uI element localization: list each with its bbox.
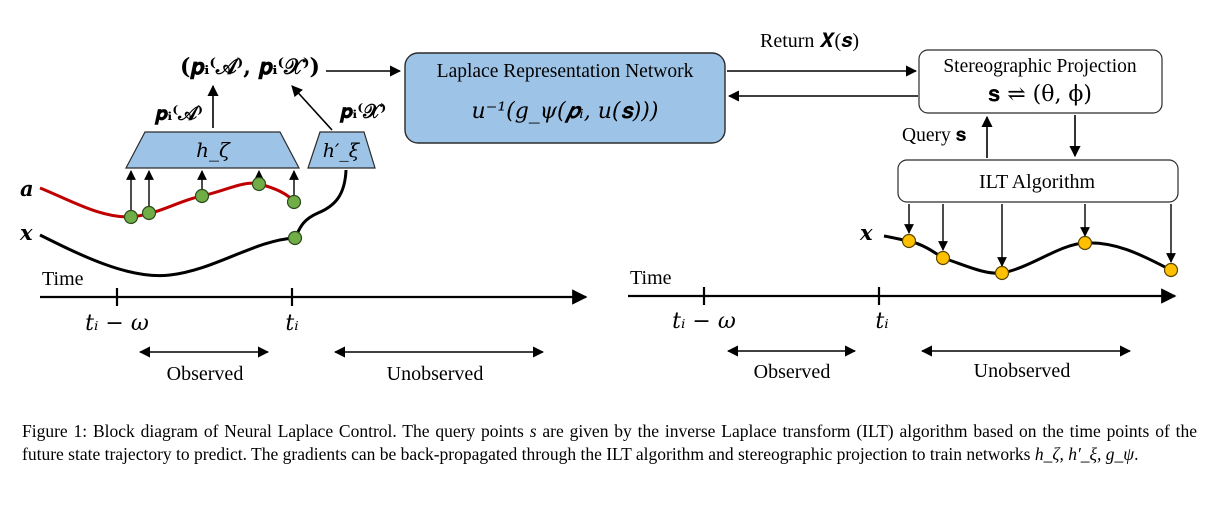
predicted-point <box>901 233 917 249</box>
curve-x <box>39 169 348 278</box>
tick-right-2-label: tᵢ <box>875 309 888 334</box>
observed-point <box>287 230 303 246</box>
stereo-title: Stereographic Projection <box>943 56 1137 77</box>
observed-point <box>251 176 267 192</box>
h-xi-label: h′_ξ <box>323 140 361 162</box>
curve-x-right-label: x <box>859 220 873 245</box>
ilt-label: ILT Algorithm <box>979 171 1096 193</box>
caption-text-2: are given by the inverse Laplace transfo… <box>22 421 1198 464</box>
caption-math-nets: h_ζ, h′_ξ, g_ψ <box>1034 444 1135 464</box>
predicted-point <box>1163 262 1179 278</box>
laplace-network-block <box>404 52 726 144</box>
predicted-point <box>935 250 951 266</box>
tick-right-1-label: tᵢ − ω <box>672 309 736 334</box>
observed-label-right: Observed <box>754 361 831 383</box>
output-tuple-label: (𝒑ᵢ⁽𝒜⁾, 𝒑ᵢ⁽𝒳⁾) <box>180 54 320 80</box>
curve-a-label: a <box>20 176 34 201</box>
observed-point <box>194 188 210 204</box>
query-label: Query 𝐬 <box>902 125 967 146</box>
h-xi-block <box>307 131 376 169</box>
caption-math-s: s <box>529 421 537 441</box>
predicted-point <box>1077 235 1093 251</box>
tick-left-2-label: tᵢ <box>285 311 298 336</box>
caption-text-3: . <box>1134 444 1139 464</box>
predicted-point <box>994 265 1010 281</box>
observed-point <box>286 194 302 210</box>
curve-x-label: x <box>19 220 33 245</box>
stereographic-block <box>918 49 1163 114</box>
observed-point <box>123 209 139 225</box>
return-label: Return 𝑿(𝒔) <box>760 30 859 52</box>
stereo-formula: 𝐬 ⇌ (θ, ϕ) <box>988 82 1092 107</box>
network-formula: u⁻¹(g_ψ(𝒑ᵢ, u(𝐬))) <box>472 99 659 124</box>
time-label-left: Time <box>42 268 84 290</box>
h-xi-to-tuple-arrow <box>291 85 333 131</box>
ilt-block <box>897 159 1179 203</box>
p-a-label: 𝒑ᵢ⁽𝒜⁾ <box>154 101 203 125</box>
h-zeta-block <box>125 131 300 169</box>
figure-caption: Figure 1: Block diagram of Neural Laplac… <box>22 420 1197 466</box>
curve-x-right <box>883 234 1172 275</box>
network-title: Laplace Representation Network <box>437 61 694 82</box>
observed-label-left: Observed <box>167 363 244 385</box>
unobserved-label-right: Unobserved <box>974 360 1071 382</box>
observed-point <box>141 205 157 221</box>
tick-left-1-label: tᵢ − ω <box>85 311 149 336</box>
time-label-right: Time <box>630 267 672 289</box>
h-zeta-label: h_ζ <box>196 138 231 162</box>
unobserved-label-left: Unobserved <box>387 363 484 385</box>
caption-text-1: Figure 1: Block diagram of Neural Laplac… <box>22 421 530 441</box>
p-x-label: 𝒑ᵢ⁽𝒳⁾ <box>339 99 386 123</box>
